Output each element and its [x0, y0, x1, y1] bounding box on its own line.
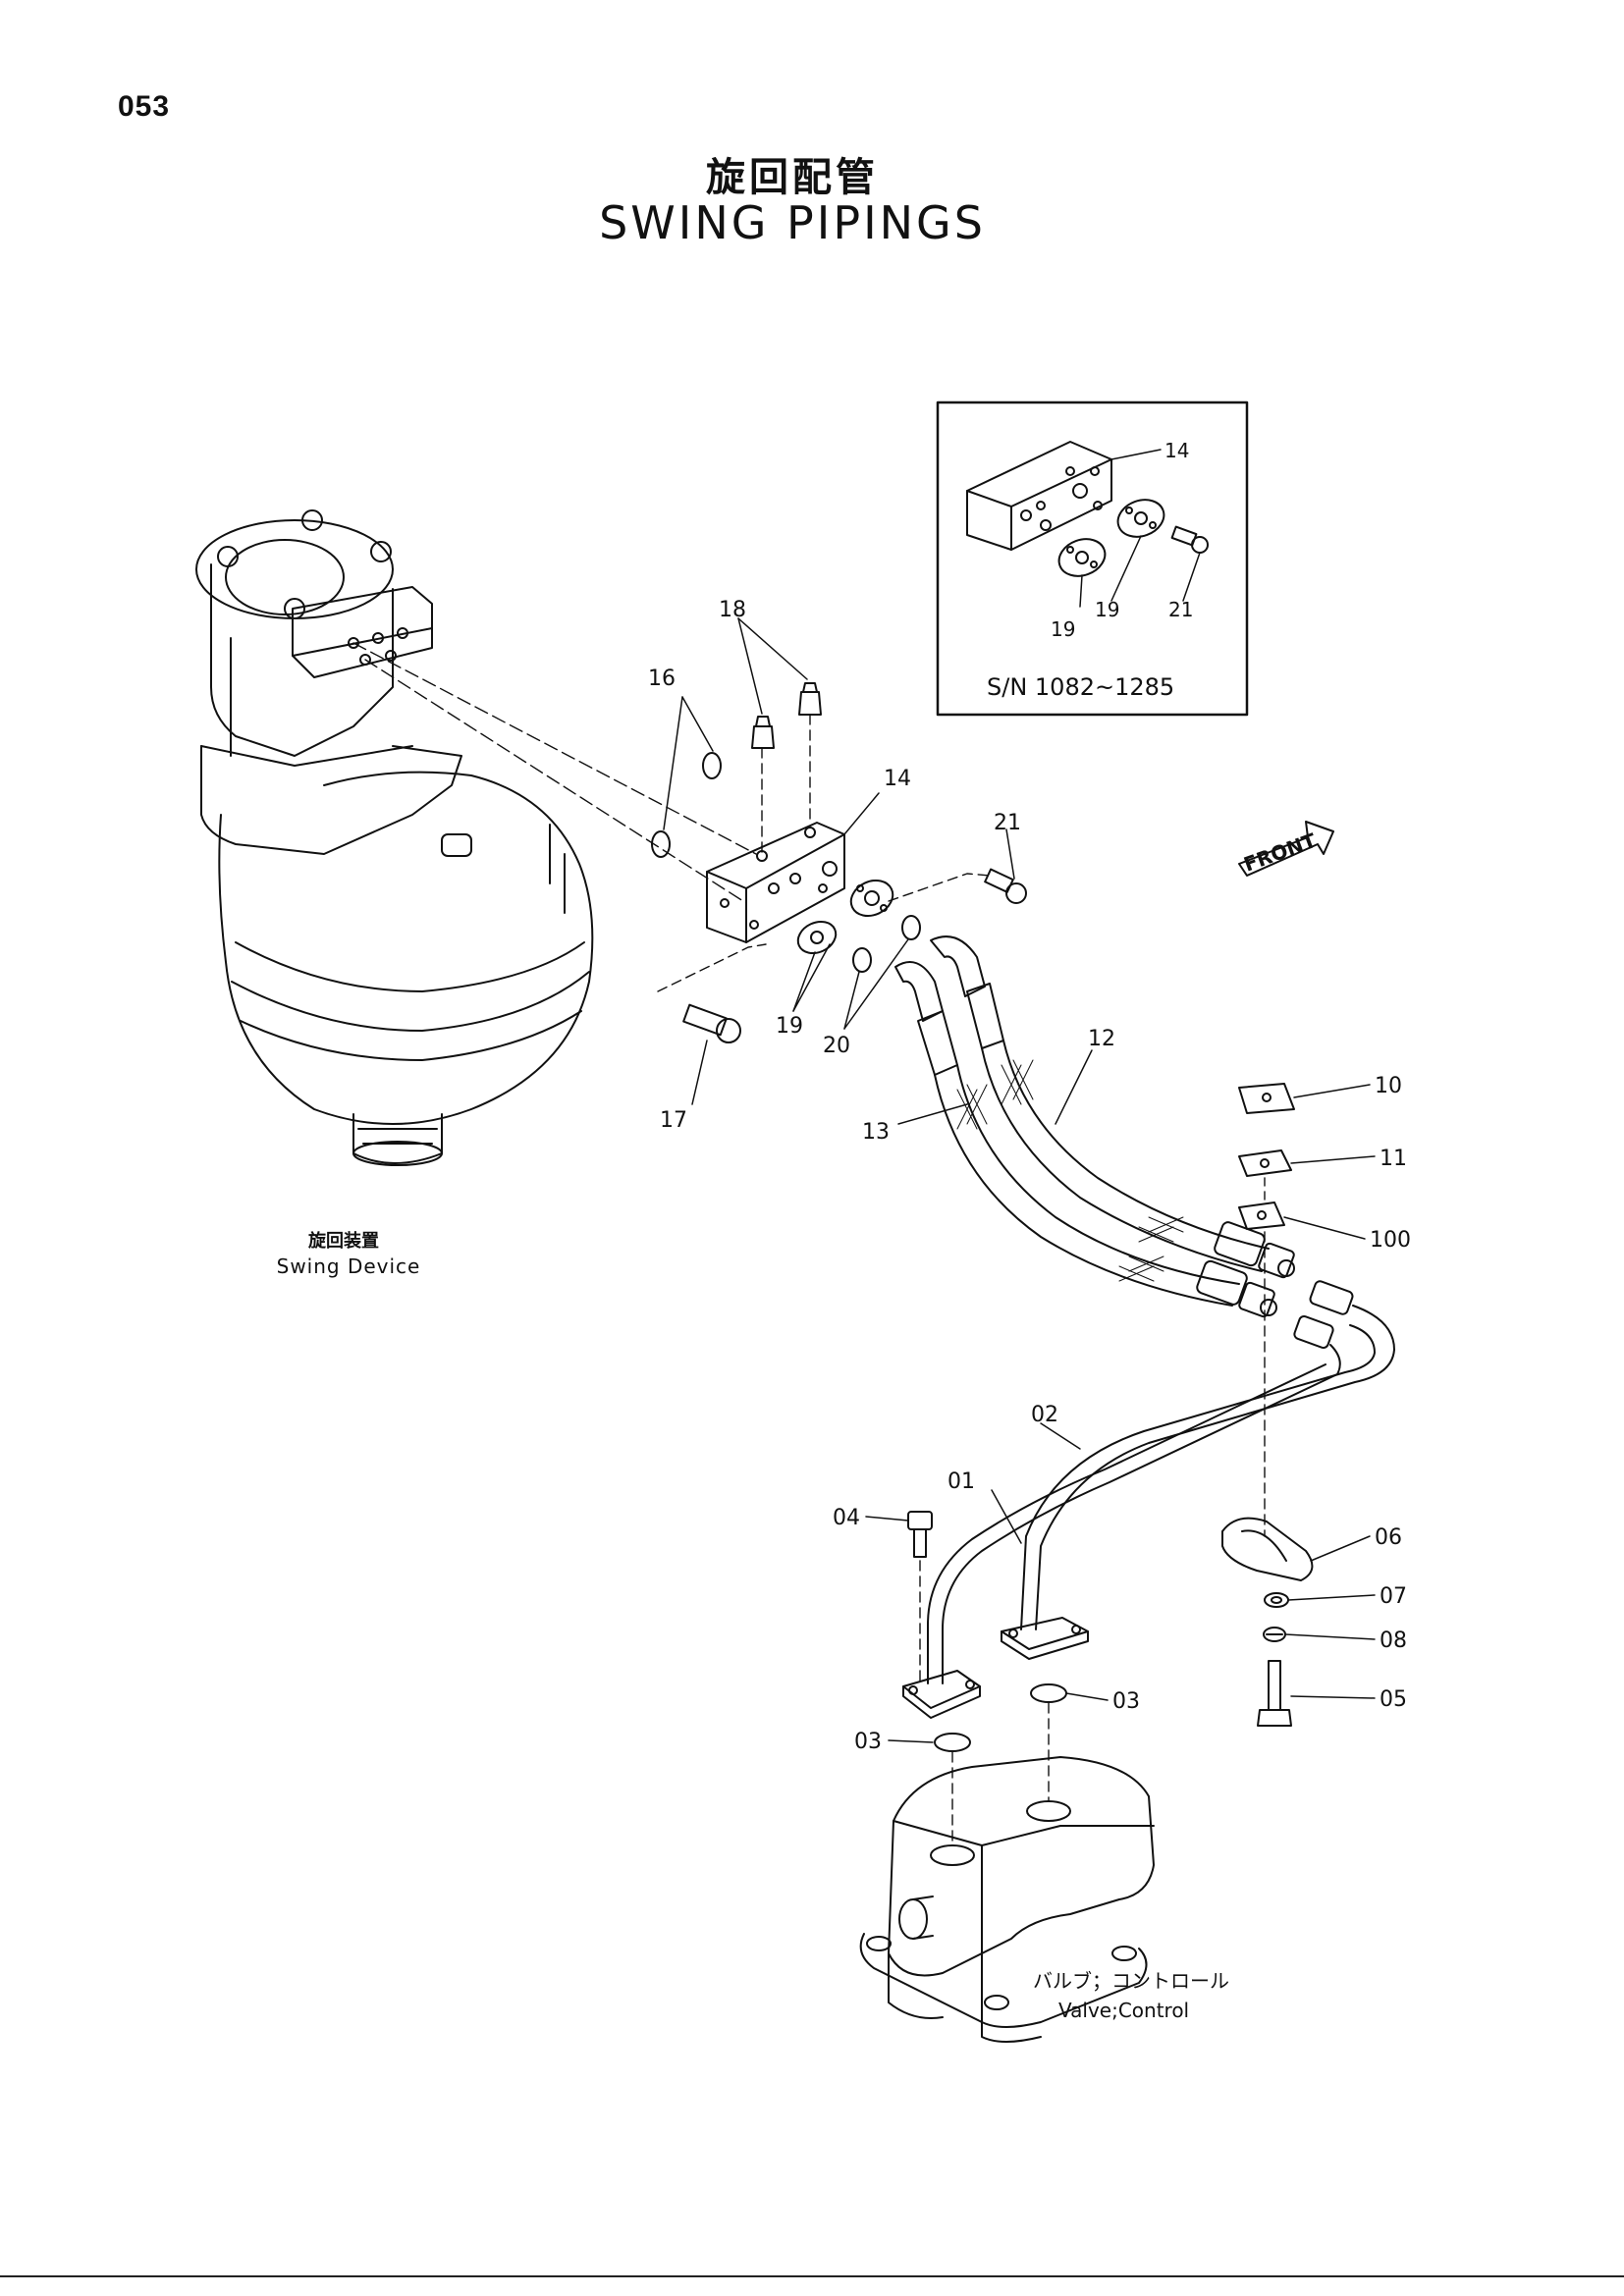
inset-flange-19b	[1116, 499, 1165, 538]
title-english: SWING PIPINGS	[599, 196, 986, 249]
plates-10-11-100	[1238, 1083, 1376, 1537]
valve-label-en: Valve;Control	[1058, 1999, 1189, 2022]
callout-20: 20	[823, 1034, 850, 1058]
callout-numbers: 16 18 14 21 19 20 17 13 12 10 11 100 02 …	[648, 598, 1411, 1754]
pipe-flange-right	[1001, 1617, 1089, 1660]
washer-07	[1264, 1592, 1376, 1608]
centerlines	[352, 642, 757, 904]
callout-05: 05	[1380, 1687, 1407, 1712]
pipe-flange-left	[902, 1670, 981, 1719]
flanges-19	[792, 880, 894, 1012]
front-arrow: FRONT	[1238, 821, 1334, 877]
bolt-17	[657, 943, 767, 1105]
o-rings-03	[888, 1683, 1109, 1846]
callout-21: 21	[994, 811, 1021, 835]
inset-callout-19b: 19	[1095, 598, 1119, 621]
inset-block-14	[966, 441, 1112, 551]
callout-13: 13	[862, 1120, 890, 1145]
control-valve	[859, 1756, 1155, 2043]
callout-08: 08	[1380, 1629, 1407, 1653]
block-14	[706, 792, 880, 943]
clamp-06	[1221, 1517, 1371, 1581]
bolt-04	[865, 1511, 933, 1684]
o-rings-20	[843, 915, 921, 1030]
callout-03-left: 03	[854, 1730, 882, 1754]
bottom-rule	[0, 2275, 1624, 2277]
inset-callout-19a: 19	[1051, 617, 1075, 641]
bolt-21	[888, 828, 1027, 904]
hoses-12-13	[894, 935, 1295, 1318]
callout-11: 11	[1380, 1147, 1407, 1171]
pipes-01-02	[902, 1280, 1395, 1719]
inset-callout-21: 21	[1168, 598, 1193, 621]
callout-18: 18	[719, 598, 746, 622]
inset-bolt-21	[1170, 525, 1209, 554]
bolt-05	[1257, 1660, 1376, 1727]
washer-08	[1263, 1627, 1376, 1642]
swing-device-label-en: Swing Device	[277, 1255, 421, 1278]
callout-06: 06	[1375, 1525, 1402, 1550]
plugs-18	[737, 617, 822, 853]
swing-device-motor	[195, 509, 594, 1166]
callout-12: 12	[1088, 1027, 1115, 1051]
o-rings-16	[651, 696, 722, 858]
callout-14: 14	[884, 767, 911, 791]
component-labels: 旋回装置 Swing Device バルブ；コントロール Valve;Contr…	[277, 1230, 1229, 2022]
title-japanese: 旋回配管	[706, 155, 879, 200]
inset-flange-19a	[1057, 538, 1107, 577]
callout-03-right: 03	[1112, 1689, 1140, 1714]
callout-07: 07	[1380, 1584, 1407, 1609]
callout-17: 17	[660, 1108, 687, 1133]
callout-10: 10	[1375, 1074, 1402, 1098]
front-label: FRONT	[1241, 828, 1320, 877]
swing-device-label-jp: 旋回装置	[307, 1230, 379, 1252]
callout-100: 100	[1370, 1228, 1411, 1253]
inset-callout-14: 14	[1164, 439, 1189, 462]
callout-02: 02	[1031, 1403, 1058, 1427]
valve-label-jp: バルブ；コントロール	[1033, 1969, 1229, 1993]
callout-16: 16	[648, 667, 676, 691]
callout-04: 04	[833, 1506, 860, 1530]
page-number: 053	[118, 90, 171, 123]
inset-panel: 14 19 19 21 S/N 1082~1285	[936, 400, 1249, 717]
inset-serial-range: S/N 1082~1285	[987, 673, 1174, 701]
callout-19: 19	[776, 1014, 803, 1039]
callout-01: 01	[947, 1469, 975, 1494]
